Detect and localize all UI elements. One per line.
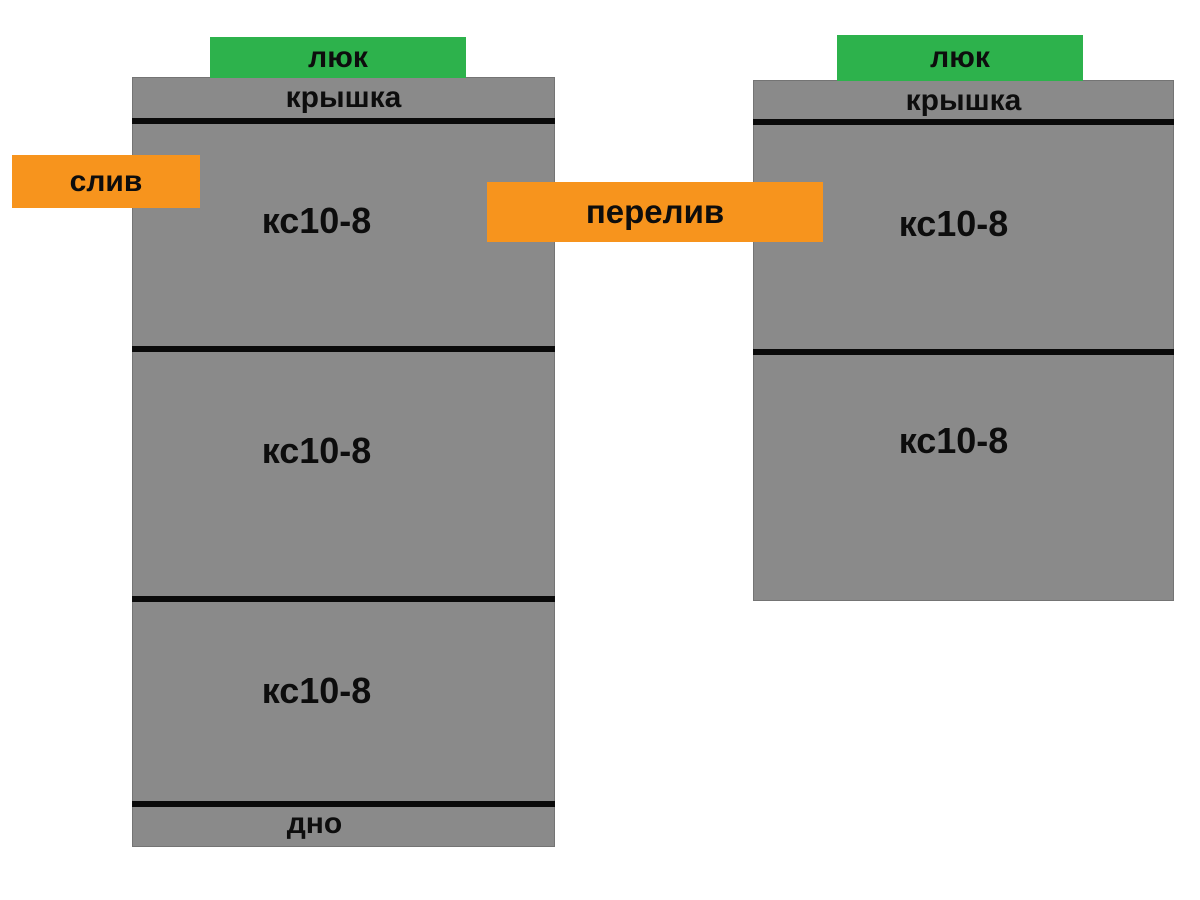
- hatch-box-left: люк: [210, 37, 466, 78]
- overflow-label: перелив: [585, 193, 725, 230]
- drain-pipe-box: слив: [12, 155, 200, 208]
- hatch-label-right: люк: [930, 41, 990, 74]
- hatch-label-left: люк: [308, 40, 368, 74]
- ring-label-left-3: кс10-8: [261, 670, 372, 711]
- overflow-pipe-box: перелив: [487, 182, 823, 242]
- lid-label-right: крышка: [905, 84, 1022, 117]
- hatch-box-right: люк: [837, 35, 1083, 81]
- divider-line: [132, 118, 555, 124]
- lid-label-left: крышка: [285, 81, 402, 114]
- ring-label-right-2: кс10-8: [898, 420, 1009, 461]
- ring-label-left-2: кс10-8: [261, 430, 372, 471]
- divider-line: [753, 349, 1174, 355]
- tank-right: крышка кс10-8 кс10-8: [753, 80, 1174, 601]
- ring-label-right-1: кс10-8: [898, 203, 1009, 244]
- tank-left: крышка кс10-8 кс10-8 кс10-8 дно: [132, 77, 555, 847]
- drain-label: слив: [69, 164, 143, 198]
- divider-line: [132, 346, 555, 352]
- ring-label-left-1: кс10-8: [261, 200, 372, 241]
- divider-line: [132, 801, 555, 807]
- divider-line: [132, 596, 555, 602]
- divider-line: [753, 119, 1174, 125]
- bottom-label-left: дно: [286, 807, 343, 840]
